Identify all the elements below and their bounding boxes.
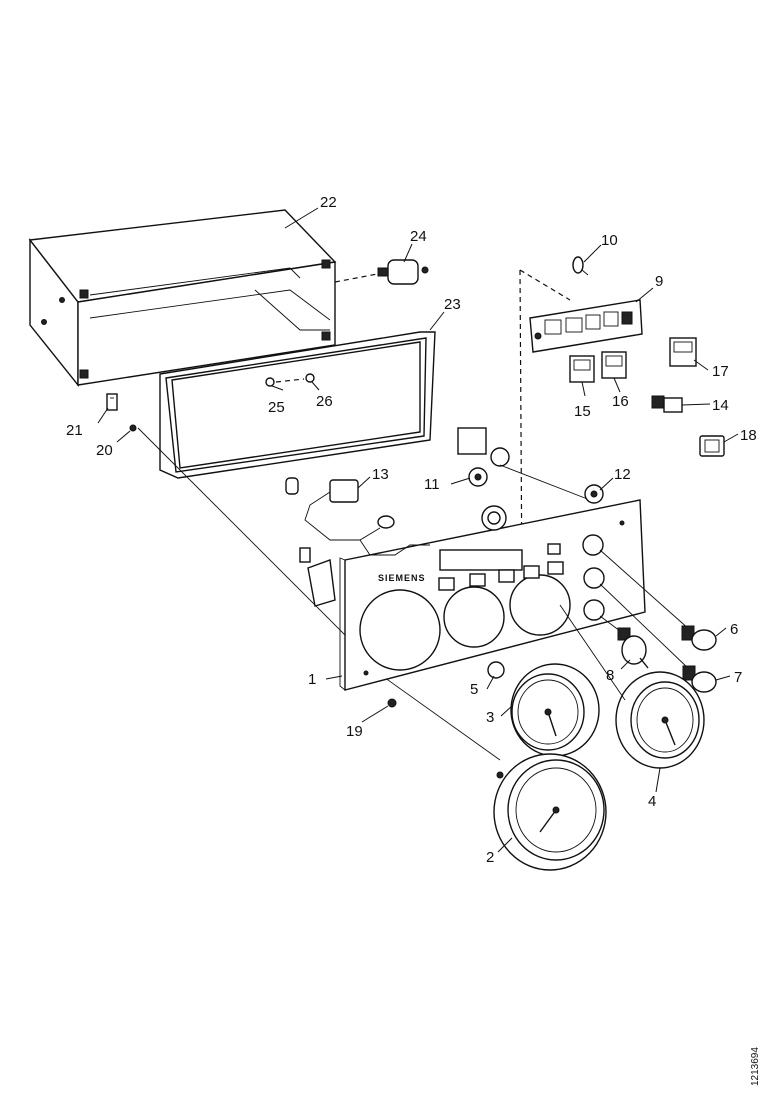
- callout-12: 12: [614, 466, 631, 483]
- switch-16: [601, 351, 627, 379]
- callout-21: 21: [66, 422, 83, 439]
- leader-lines: [97, 207, 739, 853]
- panel-brand-text: SIEMENS: [378, 573, 426, 583]
- instrument-panel: SIEMENS: [339, 499, 646, 691]
- callout-18: 18: [740, 427, 757, 444]
- knob-12: [584, 484, 604, 504]
- housing-box: [28, 209, 337, 387]
- control-module-9: [529, 299, 643, 353]
- callout-9: 9: [655, 273, 663, 290]
- callout-1: 1: [308, 671, 316, 688]
- indicator-5: [487, 661, 505, 679]
- gasket-frame: [159, 331, 436, 479]
- gauge-2: [493, 753, 607, 871]
- callout-15: 15: [574, 403, 591, 420]
- callout-16: 16: [612, 393, 629, 410]
- indicator-lamp-6: [599, 549, 717, 651]
- callout-14: 14: [712, 397, 729, 414]
- gauge-4: [559, 604, 705, 769]
- callout-24: 24: [410, 228, 427, 245]
- callout-23: 23: [444, 296, 461, 313]
- screw-19: [387, 698, 397, 708]
- callout-13: 13: [372, 466, 389, 483]
- lamp-10: [572, 256, 589, 276]
- switch-15: [569, 355, 595, 383]
- fan-motor: [334, 259, 429, 285]
- callout-22: 22: [320, 194, 337, 211]
- screw-20: [129, 424, 137, 432]
- document-id-text: 1213694: [750, 1047, 761, 1086]
- toggle-switch-8: [599, 615, 649, 669]
- indicator-lamp-7: [599, 583, 717, 693]
- callout-4: 4: [648, 793, 656, 810]
- switch-14: [651, 395, 683, 413]
- callout-6: 6: [730, 621, 738, 638]
- callout-11: 11: [424, 476, 440, 493]
- callout-25: 25: [268, 399, 285, 416]
- callout-19: 19: [346, 723, 363, 740]
- callout-5: 5: [470, 681, 478, 698]
- callout-10: 10: [601, 232, 618, 249]
- callout-20: 20: [96, 442, 113, 459]
- callout-labels: 22 24 23 25 26 21 20 10 9 17 15 16 14 18…: [66, 194, 757, 866]
- callout-2: 2: [486, 849, 494, 866]
- callout-7: 7: [734, 669, 742, 686]
- callout-17: 17: [712, 363, 729, 380]
- callout-26: 26: [316, 393, 333, 410]
- rotary-switch-11: [457, 427, 591, 531]
- gauge-3: [510, 663, 600, 757]
- wiring-harness: [285, 477, 430, 607]
- document-id: 1213694: [750, 1040, 764, 1086]
- fasteners-25-26: [265, 373, 315, 387]
- side-clip-21: [106, 393, 118, 411]
- callout-8: 8: [606, 667, 614, 684]
- switch-18: [699, 435, 725, 457]
- switch-17: [669, 337, 697, 367]
- callout-3: 3: [486, 709, 494, 726]
